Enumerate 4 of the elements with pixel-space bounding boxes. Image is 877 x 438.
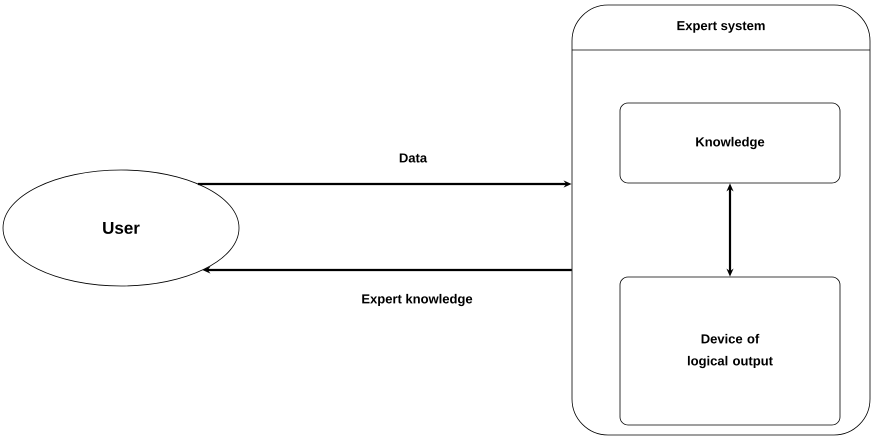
edge-label: Data (398, 152, 428, 164)
process-box: Device of logical output (620, 276, 840, 426)
process-box: Knowledge (620, 102, 840, 184)
edge-label: Expert knowledge (360, 292, 474, 308)
